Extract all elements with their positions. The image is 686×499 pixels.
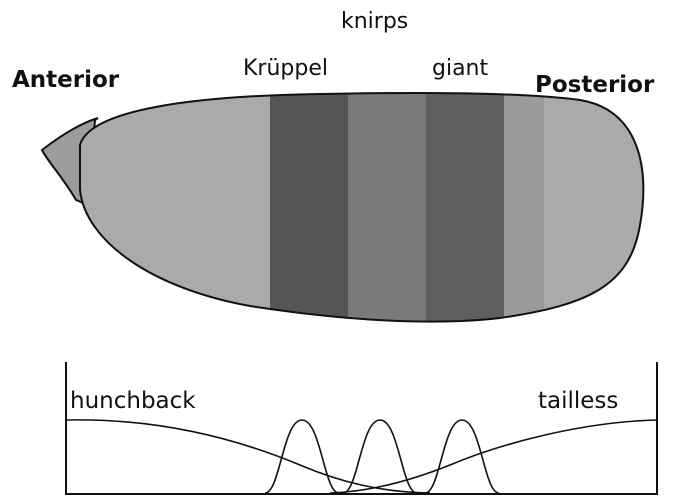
stripe-giant-dark <box>426 80 504 340</box>
label-hunchback: hunchback <box>70 388 196 414</box>
stripe-knirps <box>348 80 426 340</box>
label-knirps: knirps <box>341 9 408 34</box>
label-giant: giant <box>432 56 489 81</box>
label-tailless: tailless <box>538 388 618 414</box>
label-anterior: Anterior <box>12 67 120 93</box>
curve-tailless <box>330 420 657 493</box>
curve-giant <box>425 420 499 493</box>
curve-knirps <box>343 420 417 493</box>
curve-hunchback <box>66 420 430 493</box>
label-posterior: Posterior <box>535 72 655 98</box>
stripe-kruppel-dark <box>270 80 348 340</box>
stripe-posterior-light <box>504 80 544 340</box>
curve-kruppel <box>265 420 339 493</box>
label-kruppel: Krüppel <box>243 56 328 81</box>
